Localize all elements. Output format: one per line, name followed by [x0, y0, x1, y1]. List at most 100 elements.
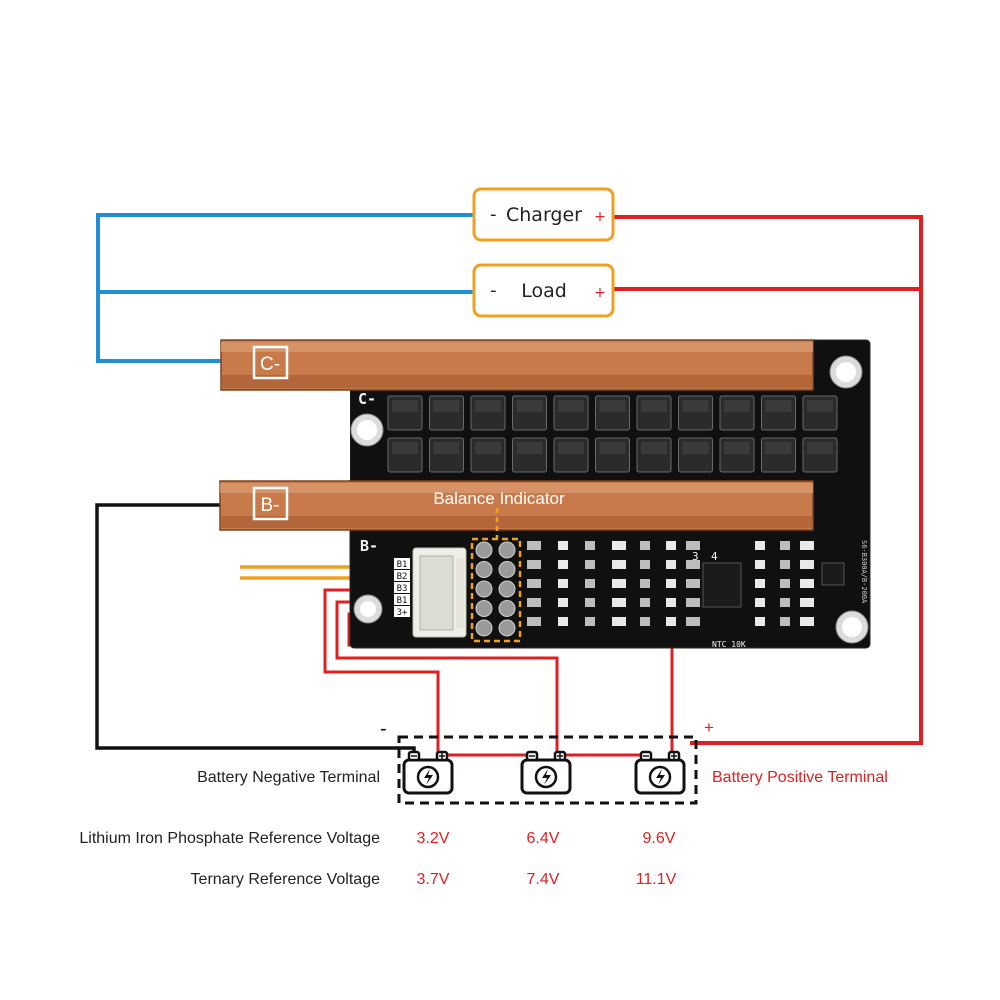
busbar-c-minus: C- [220, 339, 814, 391]
ternary-voltage-label: Ternary Reference Voltage [191, 871, 381, 888]
smd-part [686, 598, 700, 607]
battery-cells [402, 750, 686, 795]
smd-part [527, 560, 541, 569]
balance-led [498, 541, 516, 559]
smd-part [612, 617, 626, 626]
connector-pin-label: B3 [397, 584, 408, 594]
smd-components [527, 541, 814, 626]
smd-part [780, 598, 790, 607]
lfp-voltage-3: 9.6V [643, 830, 676, 847]
smd-part [780, 541, 790, 550]
balance-led [498, 561, 516, 578]
busbar-c-minus-label: C- [260, 354, 280, 375]
battery-pack-outline [397, 735, 698, 805]
connector-pin-label: B1 [397, 596, 408, 606]
connector-pin-label: B2 [397, 572, 408, 582]
smd-part [780, 560, 790, 569]
smd-part [755, 579, 765, 588]
smd-part [666, 617, 676, 626]
smd-part [585, 579, 595, 588]
battery-bolt-icon [402, 750, 454, 795]
lfp-voltage-1: 3.2V [417, 830, 450, 847]
charger-label: Charger [506, 204, 582, 226]
smd-part [585, 598, 595, 607]
smd-part [585, 617, 595, 626]
battery-minus-sign: - [380, 718, 387, 740]
balance-led [498, 600, 516, 617]
balance-led [475, 561, 493, 578]
balance-indicator-title: Balance Indicator [433, 489, 565, 508]
smd-part [800, 579, 814, 588]
smd-part [527, 617, 541, 626]
smd-part [666, 560, 676, 569]
silk-c-minus: C- [358, 390, 376, 408]
smd-part [780, 617, 790, 626]
smd-part [640, 541, 650, 550]
controller-ic [702, 562, 742, 608]
wires [95, 213, 923, 760]
ternary-voltage-2: 7.4V [527, 871, 560, 888]
smd-part [558, 541, 568, 550]
connector-pin-label: B1 [397, 560, 408, 570]
smd-part [800, 598, 814, 607]
smd-part [585, 541, 595, 550]
charger-minus: - [490, 204, 497, 225]
smd-part [612, 541, 626, 550]
lfp-voltage-label: Lithium Iron Phosphate Reference Voltage [79, 830, 380, 847]
connector-pin-pad [394, 582, 410, 593]
smd-part [800, 617, 814, 626]
charger-positive-wire [612, 215, 923, 745]
battery-bolt-icon [520, 750, 572, 795]
smd-part [527, 579, 541, 588]
battery-positive-label: Battery Positive Terminal [712, 769, 888, 786]
balance-led [498, 619, 516, 637]
smd-part [686, 617, 700, 626]
smd-part [755, 617, 765, 626]
silk-model: S6-B300A/B-200A [860, 540, 868, 604]
smd-part [558, 617, 568, 626]
smd-part [800, 560, 814, 569]
smd-part [666, 579, 676, 588]
busbar-b-minus-label: B- [261, 495, 280, 516]
silk-ntc: NTC 10K [712, 640, 746, 649]
mosfet-array [387, 395, 838, 473]
reference-voltages: Lithium Iron Phosphate Reference Voltage… [79, 830, 676, 888]
smd-part [755, 598, 765, 607]
charger-box: - Charger + [472, 187, 615, 242]
smd-part [800, 541, 814, 550]
ternary-voltage-3: 11.1V [636, 871, 677, 888]
connector-pin-pad [394, 558, 410, 569]
sense-wire-cell1 [323, 588, 440, 755]
load-minus: - [490, 280, 497, 301]
smd-part [686, 579, 700, 588]
balance-led [475, 619, 493, 637]
smd-part [755, 560, 765, 569]
busbar-b-minus: B- [219, 480, 814, 531]
smd-part [585, 560, 595, 569]
smd-part [686, 541, 700, 550]
balance-indicator: Balance Indicator 12345 [433, 489, 565, 643]
smd-part [640, 579, 650, 588]
smd-part [640, 598, 650, 607]
battery-plus-sign: + [704, 718, 714, 737]
connector-pin-pad [394, 594, 410, 605]
connector-pin-label: 3+ [397, 608, 408, 618]
charger-negative-wire [96, 213, 476, 363]
smd-part [612, 598, 626, 607]
balance-led [475, 541, 493, 559]
ternary-voltage-1: 3.7V [417, 871, 450, 888]
connector-pin-pad [394, 606, 410, 617]
battery-negative-label: Battery Negative Terminal [197, 769, 380, 786]
silk-b-minus: B- [360, 537, 378, 555]
battery-pack: - + Battery Negative Terminal Battery Po… [197, 718, 888, 805]
connector-pin-pad [394, 570, 410, 581]
aux-ic [821, 562, 845, 586]
smd-part [780, 579, 790, 588]
balance-led [475, 600, 493, 617]
smd-part [666, 598, 676, 607]
load-plus: + [594, 285, 606, 301]
smd-part [640, 617, 650, 626]
battery-bolt-icon [634, 750, 686, 795]
smd-part [640, 560, 650, 569]
